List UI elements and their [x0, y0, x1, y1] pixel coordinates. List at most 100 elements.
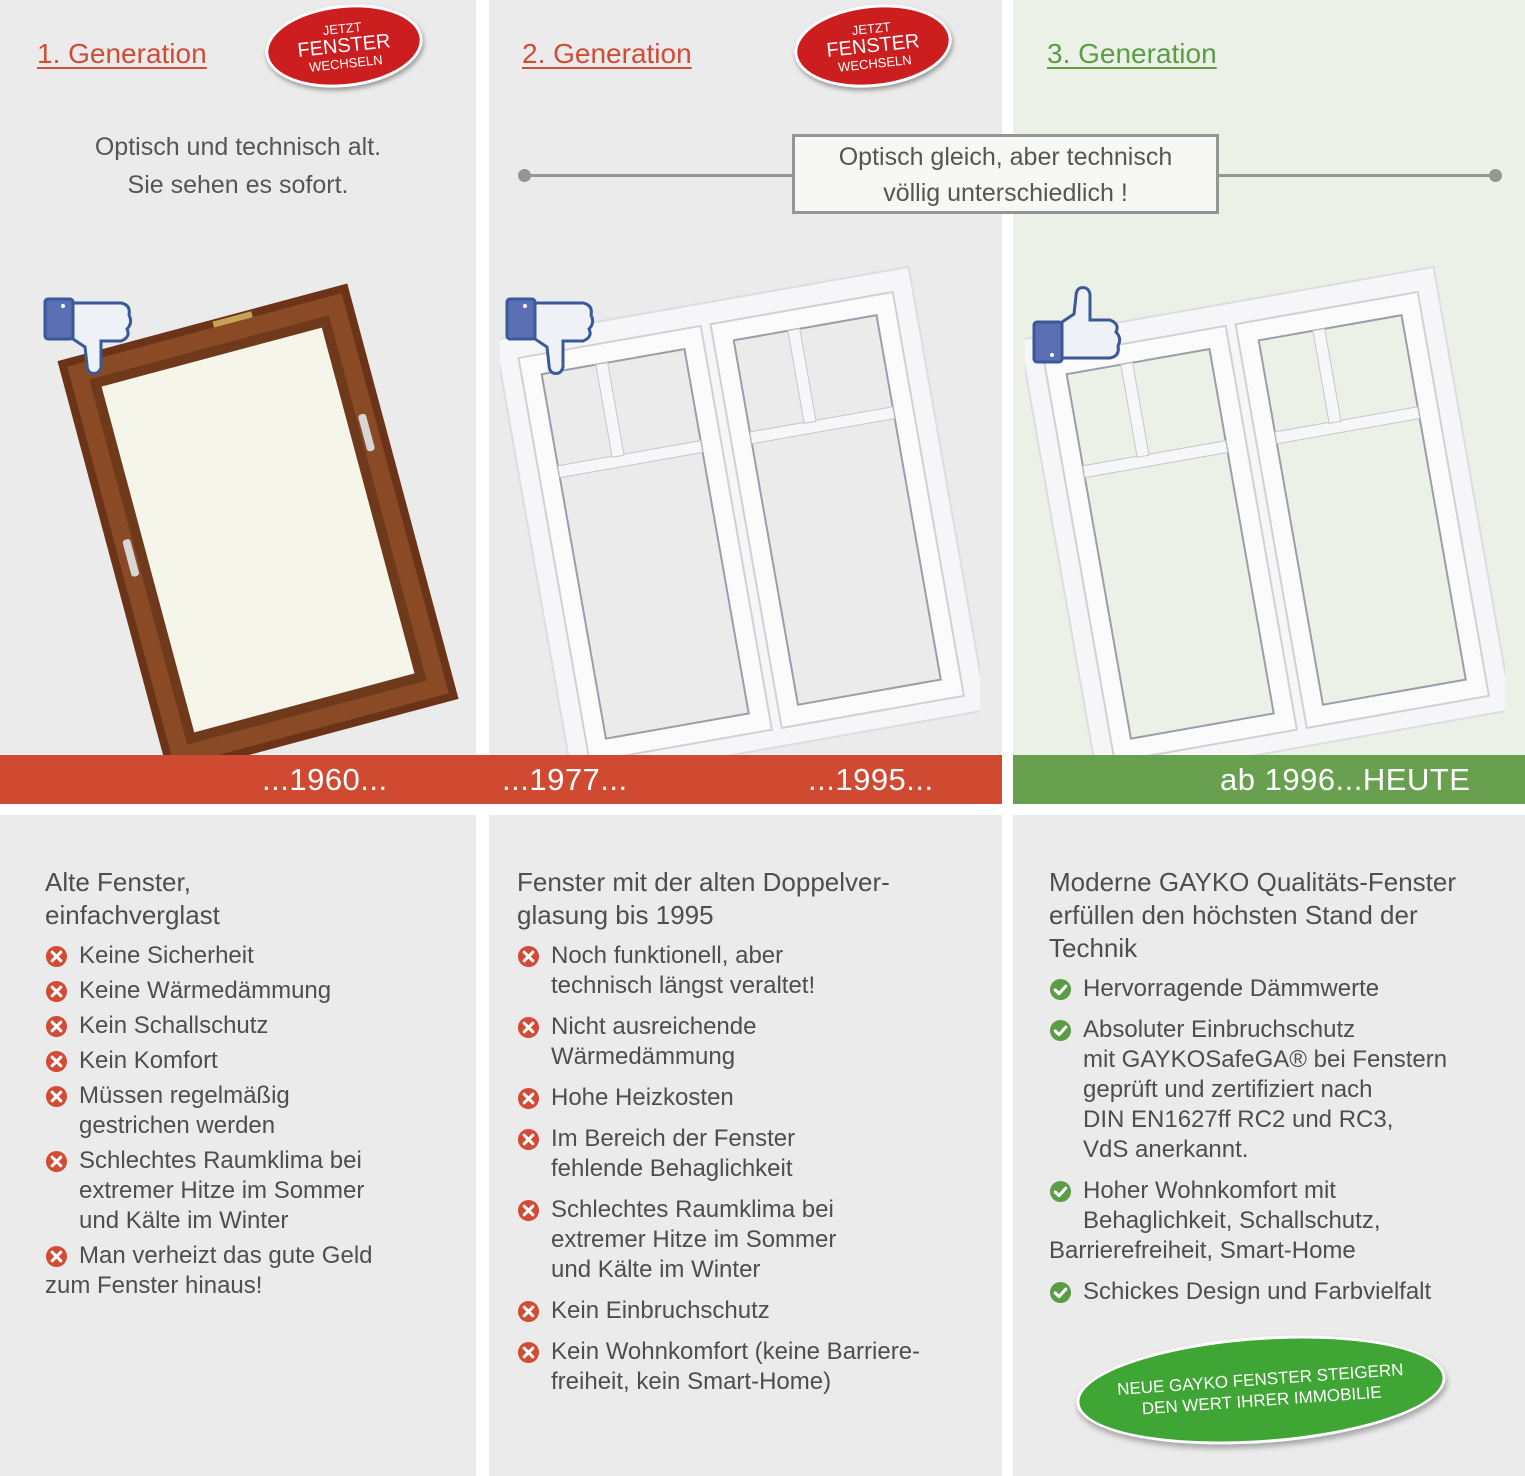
thumbs-up-icon: [1032, 286, 1122, 364]
x-circle-icon: [517, 1016, 540, 1039]
list-item-line: fehlende Behaglichkeit: [551, 1155, 793, 1182]
list-item-line: Kein Schallschutz: [79, 1012, 269, 1039]
list-item-line: Im Bereich der Fenster: [551, 1125, 796, 1152]
heading-line: Moderne GAYKO Qualitäts-Fenster: [1049, 867, 1457, 897]
list-item-line: Kein Komfort: [79, 1047, 218, 1074]
list-item-line: Wärmedämmung: [551, 1043, 736, 1070]
list-item-line: Schlechtes Raumklima bei: [551, 1196, 834, 1223]
list-item: Schickes Design und Farbvielfalt: [1049, 1277, 1509, 1307]
list-item-line: Keine Wärmedämmung: [79, 977, 332, 1004]
list-item-line: Kein Wohnkomfort (keine Barriere-: [551, 1338, 921, 1365]
gen2-title-link[interactable]: 2. Generation: [522, 38, 692, 69]
list-item: Keine Sicherheit: [45, 941, 465, 971]
list-item: Hohe Heizkosten: [517, 1083, 987, 1113]
x-circle-icon: [517, 1300, 540, 1323]
comparison-line: Optisch gleich, aber technisch: [838, 143, 1173, 171]
list-item-line: technisch längst veraltet!: [551, 972, 816, 999]
list-item: Noch funktionell, aber technisch längst v…: [517, 941, 987, 1001]
thumbs-down-icon: [505, 297, 595, 375]
x-circle-icon: [517, 1128, 540, 1151]
thumbs-down-icon: [43, 297, 133, 375]
x-circle-icon: [45, 980, 68, 1003]
list-item-line: Barrierefreiheit, Smart-Home: [1049, 1237, 1356, 1264]
list-item-line: Keine Sicherheit: [79, 942, 254, 969]
heading-line: Fenster mit der alten Doppelver-: [517, 867, 890, 897]
check-circle-icon: [1049, 1180, 1072, 1203]
gen1-heading: Alte Fenster, einfachverglast: [45, 866, 220, 932]
connector-dot-right: [1489, 169, 1502, 182]
list-item-line: gestrichen werden: [79, 1112, 276, 1139]
list-item: Absoluter Einbruchschutz mit GAYKOSafeGA®…: [1049, 1015, 1509, 1165]
x-circle-icon: [517, 1087, 540, 1110]
list-item-line: Kein Einbruchschutz: [551, 1297, 770, 1324]
list-item: Kein Wohnkomfort (keine Barriere-freihei…: [517, 1337, 987, 1397]
list-item: Kein Komfort: [45, 1046, 465, 1076]
list-item: Schlechtes Raumklima bei extremer Hitze i…: [45, 1146, 465, 1236]
list-item: Keine Wärmedämmung: [45, 976, 465, 1006]
x-circle-icon: [45, 945, 68, 968]
list-item-line: und Kälte im Winter: [551, 1256, 761, 1283]
list-item-line: Behaglichkeit, Schallschutz,: [1083, 1207, 1381, 1234]
list-item-line: Schlechtes Raumklima bei: [79, 1147, 362, 1174]
list-item-line: zum Fenster hinaus!: [45, 1272, 263, 1299]
list-item-line: Schickes Design und Farbvielfalt: [1083, 1278, 1432, 1305]
heading-line: erfüllen den höchsten Stand der: [1049, 900, 1418, 930]
timeline-label-1977: ...1977...: [502, 762, 628, 797]
x-circle-icon: [45, 1085, 68, 1108]
list-item-line: Hohe Heizkosten: [551, 1084, 734, 1111]
check-circle-icon: [1049, 1019, 1072, 1042]
connector-line-left: [524, 174, 794, 177]
list-item-line: extremer Hitze im Sommer: [551, 1226, 837, 1253]
x-circle-icon: [45, 1050, 68, 1073]
list-item: Kein Einbruchschutz: [517, 1296, 987, 1326]
list-item: Im Bereich der Fenster fehlende Behaglich…: [517, 1124, 987, 1184]
list-item-line: Nicht ausreichende: [551, 1013, 757, 1040]
pvc-window-3gen-image: [1025, 265, 1505, 770]
list-item-line: geprüft und zertifiziert nach: [1083, 1076, 1373, 1103]
gen1-subtitle: Optisch und technisch alt. Sie sehen es …: [0, 128, 476, 204]
list-item-line: Absoluter Einbruchschutz: [1083, 1016, 1356, 1043]
connector-line-right: [1218, 174, 1492, 177]
list-item: Schlechtes Raumklima bei extremer Hitze i…: [517, 1195, 987, 1285]
comparison-line: völlig unterschiedlich !: [883, 179, 1128, 207]
heading-line: glasung bis 1995: [517, 900, 714, 930]
x-circle-icon: [45, 1245, 68, 1268]
pvc-window-2gen-image: [500, 265, 980, 770]
gen2-bottom-panel: [489, 815, 1002, 1476]
check-circle-icon: [1049, 1281, 1072, 1304]
list-item-line: freiheit, kein Smart-Home): [551, 1368, 832, 1395]
heading-line: Technik: [1049, 933, 1138, 963]
wood-window-image: [57, 283, 459, 777]
list-item-line: DIN EN1627ff RC2 und RC3,: [1083, 1106, 1394, 1133]
subtitle-line: Sie sehen es sofort.: [127, 171, 349, 199]
subtitle-line: Optisch und technisch alt.: [94, 133, 382, 161]
timeline-label-1995: ...1995...: [808, 762, 934, 797]
list-item-line: Noch funktionell, aber: [551, 942, 784, 969]
timeline-label-1996-today: ab 1996...HEUTE: [1220, 762, 1471, 797]
heading-line: Alte Fenster,: [45, 867, 191, 897]
timeline-bar-new: ab 1996...HEUTE: [1013, 755, 1525, 804]
list-item-line: extremer Hitze im Sommer: [79, 1177, 365, 1204]
gen2-drawback-list: Noch funktionell, aber technisch längst v…: [517, 941, 987, 1408]
x-circle-icon: [45, 1015, 68, 1038]
list-item-line: mit GAYKOSafeGA® bei Fenstern: [1083, 1046, 1448, 1073]
x-circle-icon: [517, 945, 540, 968]
list-item-line: VdS anerkannt.: [1083, 1136, 1249, 1163]
gen3-title-link[interactable]: 3. Generation: [1047, 38, 1217, 69]
gen2-heading: Fenster mit der alten Doppelver- glasung…: [517, 866, 890, 932]
list-item-line: und Kälte im Winter: [79, 1207, 289, 1234]
timeline-bar-old: ...1960... ...1977... ...1995...: [0, 755, 1002, 804]
gen1-title-link[interactable]: 1. Generation: [37, 38, 207, 69]
list-item-line: Hervorragende Dämmwerte: [1083, 975, 1380, 1002]
heading-line: einfachverglast: [45, 900, 220, 930]
comparison-callout: Optisch gleich, aber technisch völlig un…: [792, 134, 1219, 214]
check-circle-icon: [1049, 978, 1072, 1001]
list-item-line: Hoher Wohnkomfort mit: [1083, 1177, 1336, 1204]
list-item: Kein Schallschutz: [45, 1011, 465, 1041]
gen3-heading: Moderne GAYKO Qualitäts-Fenster erfüllen…: [1049, 866, 1456, 965]
